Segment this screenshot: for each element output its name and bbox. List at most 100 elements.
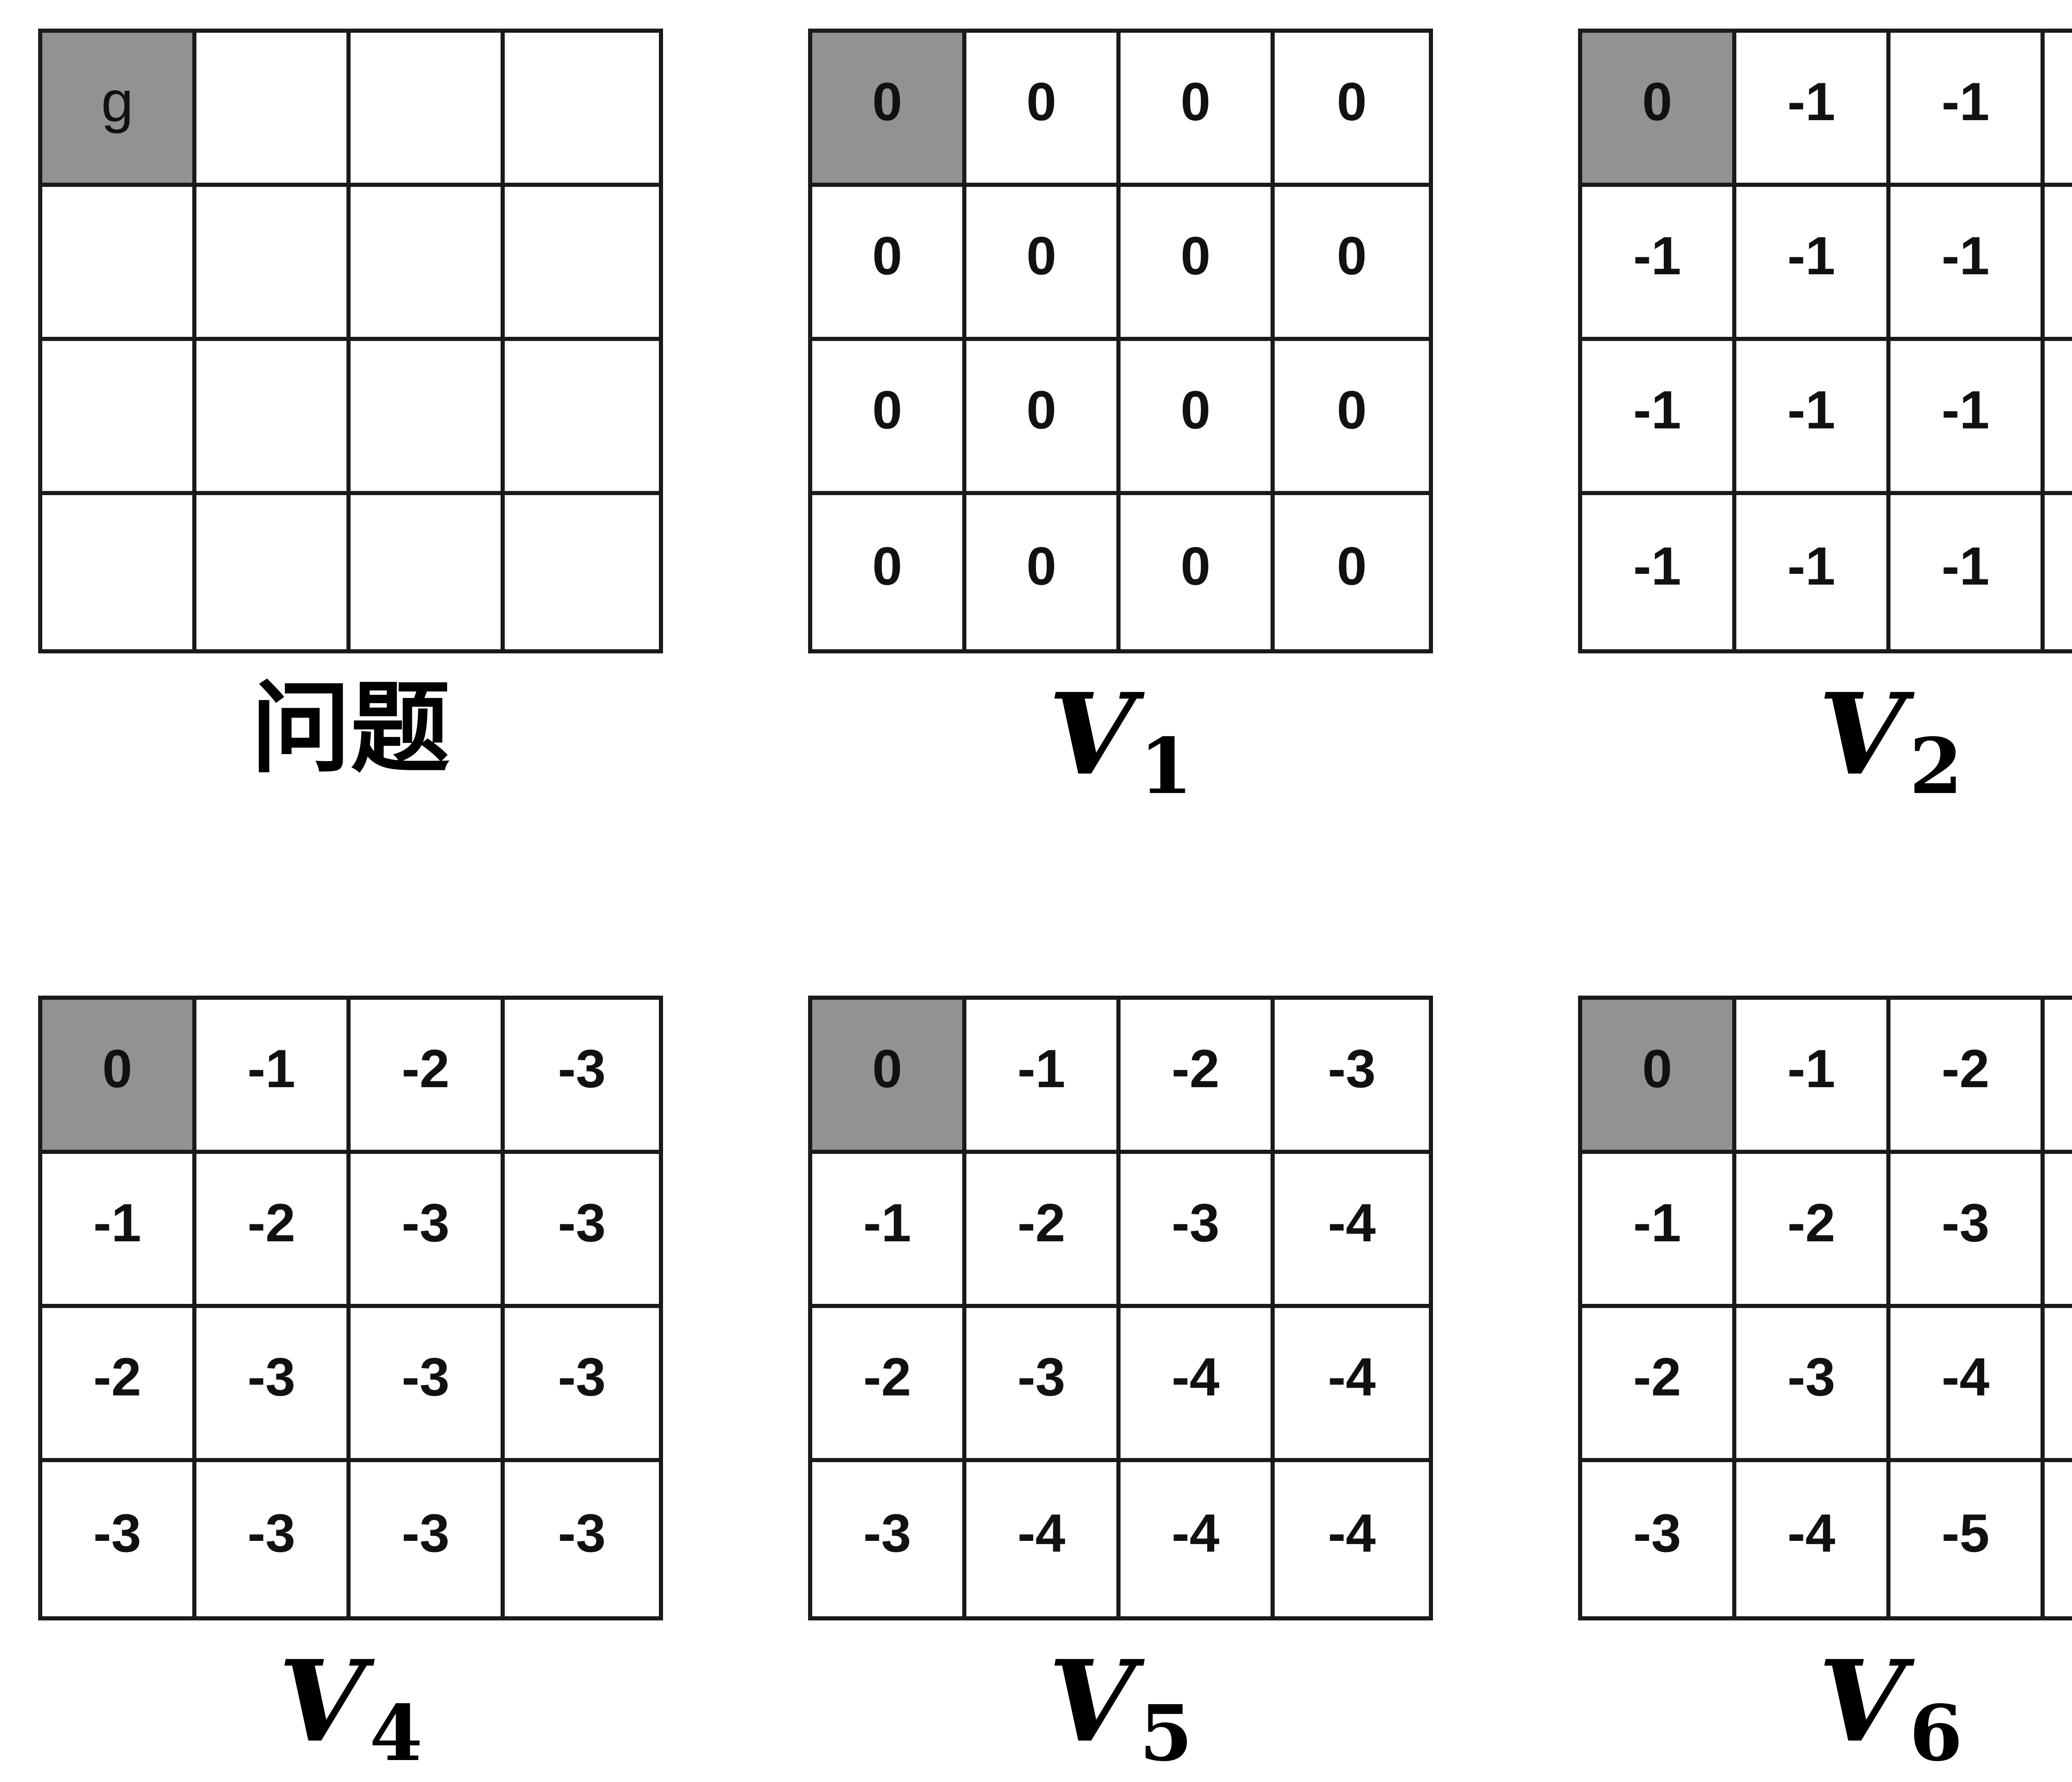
- panel-v2: 0-1-1-1-1-1-1-1-1-1-1-1-1-1-1-1V2: [1578, 29, 2072, 815]
- v6-cell-r0c1: -1: [1736, 1000, 1890, 1154]
- v6-cell-r0c3: -3: [2045, 1000, 2072, 1154]
- panel-label-subscript-v5: 5: [1139, 1688, 1193, 1778]
- v1-cell-r0c1: 0: [966, 33, 1121, 187]
- v1-cell-r2c3: 0: [1275, 341, 1429, 495]
- v6-cell-r0c2: -2: [1890, 1000, 2045, 1154]
- v2-cell-r1c3: -1: [2045, 187, 2072, 341]
- v5-cell-r0c0-goal: 0: [812, 1000, 966, 1154]
- v4-cell-r1c1: -2: [196, 1154, 351, 1308]
- v1-cell-r0c2: 0: [1121, 33, 1275, 187]
- v1-cell-r1c0: 0: [812, 187, 966, 341]
- v2-cell-r2c0: -1: [1582, 341, 1736, 495]
- v4-cell-r2c1: -3: [196, 1308, 351, 1462]
- v4-cell-r0c0-goal: 0: [42, 1000, 196, 1154]
- v6-cell-r3c3: -5: [2045, 1462, 2072, 1616]
- problem-cell-r3c3: [505, 495, 659, 649]
- v1-cell-r3c0: 0: [812, 495, 966, 649]
- v5-cell-r1c3: -4: [1275, 1154, 1429, 1308]
- problem-cell-r3c1: [196, 495, 351, 649]
- v1-cell-r2c2: 0: [1121, 341, 1275, 495]
- v4-cell-r3c3: -3: [505, 1462, 659, 1616]
- v1-cell-r3c3: 0: [1275, 495, 1429, 649]
- v2-cell-r2c1: -1: [1736, 341, 1890, 495]
- v5-cell-r1c2: -3: [1121, 1154, 1275, 1308]
- panel-label-main-v1: V: [1048, 668, 1135, 800]
- v1-cell-r1c3: 0: [1275, 187, 1429, 341]
- problem-cell-r3c2: [351, 495, 505, 649]
- v2-cell-r2c2: -1: [1890, 341, 2045, 495]
- v6-cell-r1c1: -2: [1736, 1154, 1890, 1308]
- problem-cell-r2c2: [351, 341, 505, 495]
- v2-cell-r0c3: -1: [2045, 33, 2072, 187]
- v6-cell-r3c1: -4: [1736, 1462, 1890, 1616]
- v5-cell-r2c3: -4: [1275, 1308, 1429, 1462]
- problem-cell-r2c0: [42, 341, 196, 495]
- problem-cell-r1c3: [505, 187, 659, 341]
- v6-cell-r3c2: -5: [1890, 1462, 2045, 1616]
- v1-cell-r2c1: 0: [966, 341, 1121, 495]
- panel-label-main-v5: V: [1048, 1635, 1135, 1767]
- v6-cell-r3c0: -3: [1582, 1462, 1736, 1616]
- problem-cell-r1c0: [42, 187, 196, 341]
- v6-cell-r2c1: -3: [1736, 1308, 1890, 1462]
- v5-cell-r2c2: -4: [1121, 1308, 1275, 1462]
- problem-cell-r0c3: [505, 33, 659, 187]
- v5-cell-r3c1: -4: [966, 1462, 1121, 1616]
- problem-cell-r2c1: [196, 341, 351, 495]
- v1-cell-r3c1: 0: [966, 495, 1121, 649]
- v4-cell-r2c0: -2: [42, 1308, 196, 1462]
- v1-cell-r0c0-goal: 0: [812, 33, 966, 187]
- grid-v6: 0-1-2-3-1-2-3-4-2-3-4-5-3-4-5-5: [1578, 996, 2072, 1620]
- v1-cell-r1c1: 0: [966, 187, 1121, 341]
- problem-cell-r0c0-goal: g: [42, 33, 196, 187]
- v4-cell-r3c0: -3: [42, 1462, 196, 1616]
- v6-cell-r0c0-goal: 0: [1582, 1000, 1736, 1154]
- panel-label-subscript-v1: 1: [1139, 721, 1193, 811]
- v5-cell-r1c0: -1: [812, 1154, 966, 1308]
- grid-v4: 0-1-2-3-1-2-3-3-2-3-3-3-3-3-3-3: [38, 996, 663, 1620]
- panel-label-problem: 问题: [38, 678, 663, 815]
- panel-label-main-v6: V: [1818, 1635, 1905, 1767]
- v4-cell-r1c3: -3: [505, 1154, 659, 1308]
- panel-label-main-problem: 问题: [251, 670, 450, 786]
- v2-cell-r1c2: -1: [1890, 187, 2045, 341]
- v2-cell-r3c3: -1: [2045, 495, 2072, 649]
- v5-cell-r2c1: -3: [966, 1308, 1121, 1462]
- panel-label-subscript-v4: 4: [369, 1688, 423, 1778]
- v6-cell-r2c2: -4: [1890, 1308, 2045, 1462]
- v5-cell-r3c3: -4: [1275, 1462, 1429, 1616]
- v4-cell-r0c3: -3: [505, 1000, 659, 1154]
- v1-cell-r1c2: 0: [1121, 187, 1275, 341]
- v6-cell-r2c3: -5: [2045, 1308, 2072, 1462]
- v2-cell-r3c2: -1: [1890, 495, 2045, 649]
- v4-cell-r2c3: -3: [505, 1308, 659, 1462]
- v5-cell-r3c2: -4: [1121, 1462, 1275, 1616]
- v6-cell-r2c0: -2: [1582, 1308, 1736, 1462]
- problem-cell-r0c1: [196, 33, 351, 187]
- problem-cell-r1c1: [196, 187, 351, 341]
- v5-cell-r2c0: -2: [812, 1308, 966, 1462]
- v2-cell-r3c1: -1: [1736, 495, 1890, 649]
- problem-cell-r2c3: [505, 341, 659, 495]
- v5-cell-r0c1: -1: [966, 1000, 1121, 1154]
- v2-cell-r1c1: -1: [1736, 187, 1890, 341]
- panel-label-main-v4: V: [278, 1635, 366, 1767]
- v4-cell-r2c2: -3: [351, 1308, 505, 1462]
- v5-cell-r3c0: -3: [812, 1462, 966, 1616]
- panel-label-subscript-v6: 6: [1909, 1688, 1963, 1778]
- v4-cell-r3c1: -3: [196, 1462, 351, 1616]
- v4-cell-r1c2: -3: [351, 1154, 505, 1308]
- v4-cell-r0c1: -1: [196, 1000, 351, 1154]
- v4-cell-r1c0: -1: [42, 1154, 196, 1308]
- panel-problem: g 问题: [38, 29, 663, 815]
- v1-cell-r3c2: 0: [1121, 495, 1275, 649]
